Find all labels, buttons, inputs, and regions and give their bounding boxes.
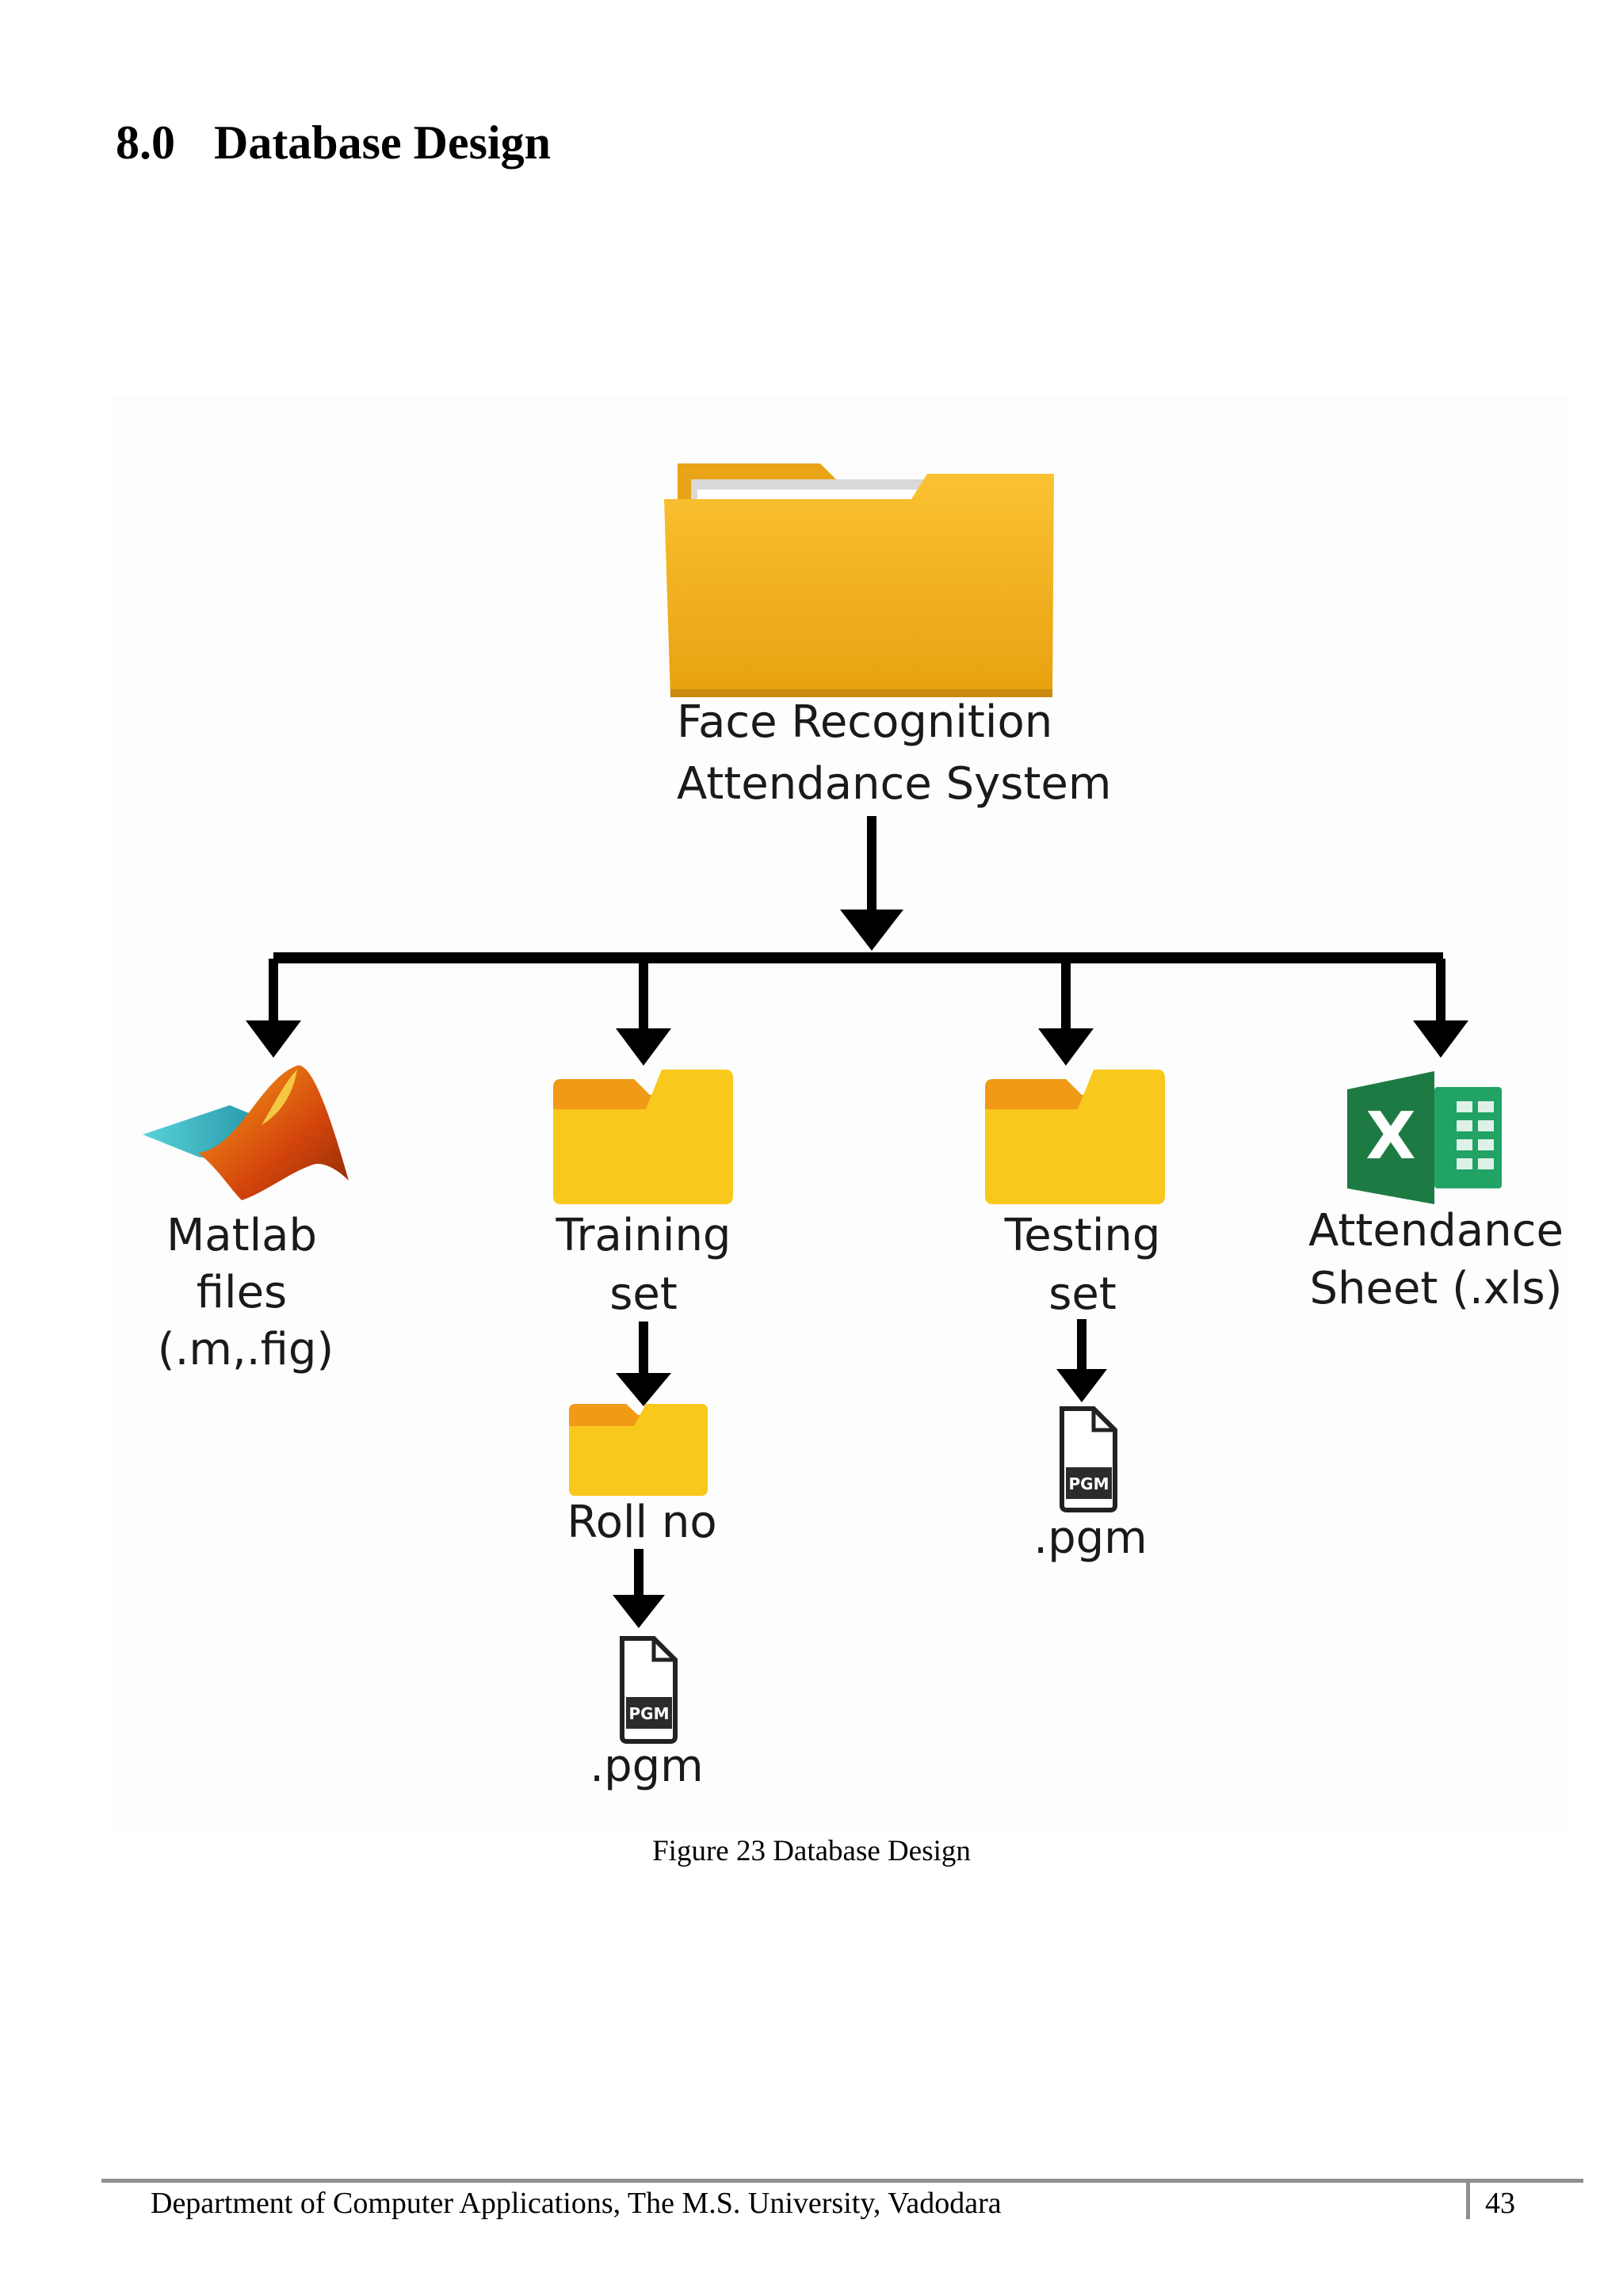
root-label-line2: Attendance System <box>677 758 1111 810</box>
excel-icon: X <box>1347 1071 1502 1204</box>
root-folder-icon <box>664 463 1054 697</box>
testing-pgm-tag: PGM <box>1069 1474 1109 1493</box>
root-label-line1: Face Recognition <box>677 696 1052 748</box>
matlab-label-line3: (.m,.fig) <box>158 1324 334 1375</box>
connector-arrows <box>246 816 1468 1628</box>
training-label-line2: set <box>609 1268 678 1320</box>
matlab-label-line2: files <box>197 1267 287 1318</box>
section-heading: 8.0 Database Design <box>116 119 551 166</box>
excel-letter: X <box>1365 1099 1415 1174</box>
roll-folder-icon <box>569 1404 708 1496</box>
excel-label-line2: Sheet (.xls) <box>1309 1263 1562 1314</box>
matlab-icon <box>143 1065 349 1200</box>
training-pgm-label: .pgm <box>590 1741 703 1792</box>
root-arrowhead <box>840 910 903 951</box>
section-title: Database Design <box>214 116 552 169</box>
footer-rule <box>101 2179 1583 2183</box>
roll-label: Roll no <box>567 1497 716 1548</box>
training-pgm-file-icon: PGM <box>620 1636 678 1744</box>
testing-label-line2: set <box>1048 1268 1117 1320</box>
excel-label-line1: Attendance <box>1308 1205 1564 1257</box>
page-number-separator <box>1466 2183 1470 2219</box>
testing-pgm-label: .pgm <box>1033 1512 1147 1564</box>
branch-bar <box>273 952 1443 963</box>
section-number: 8.0 <box>116 116 175 169</box>
footer-text: Department of Computer Applications, The… <box>151 2187 1002 2220</box>
figure-caption: Figure 23 Database Design <box>652 1835 971 1867</box>
testing-label-line1: Testing <box>1004 1210 1161 1261</box>
matlab-label-line1: Matlab <box>166 1210 317 1261</box>
training-pgm-tag: PGM <box>629 1704 670 1723</box>
training-label-line1: Training <box>556 1210 731 1261</box>
training-folder-icon <box>553 1070 733 1204</box>
testing-pgm-file-icon: PGM <box>1060 1406 1117 1512</box>
page-number: 43 <box>1485 2187 1515 2220</box>
testing-folder-icon <box>985 1070 1165 1204</box>
